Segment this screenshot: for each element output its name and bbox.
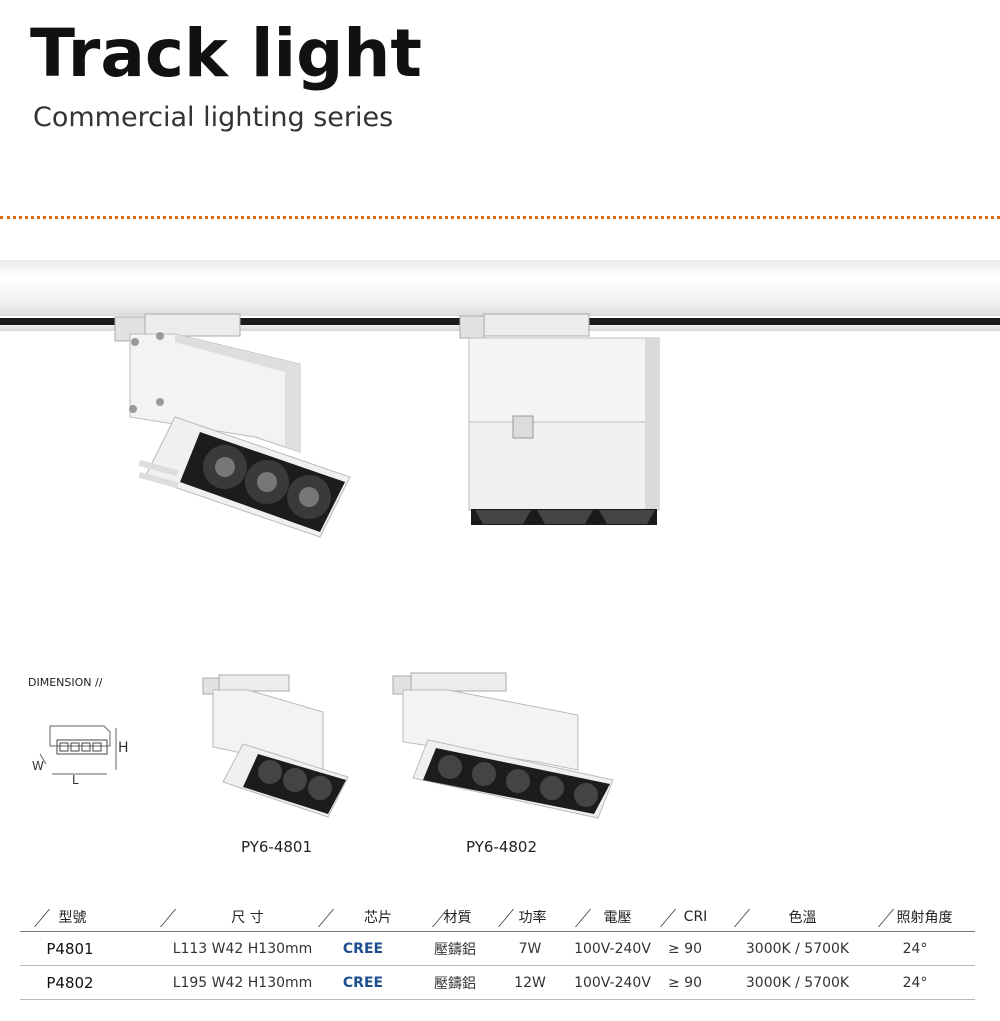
cell-material: 壓鑄鋁 [434, 941, 476, 958]
cell-color-temp: 3000K / 5700K [745, 974, 850, 991]
cell-size: L195 W42 H130mm [172, 974, 313, 991]
dimension-h-letter: H [118, 740, 129, 756]
product-py6-4802-image [392, 672, 614, 819]
cell-chip: CREE [342, 974, 384, 991]
header-voltage: 電壓 [603, 910, 632, 926]
product-model-py6-4802: PY6-4802 [466, 838, 538, 856]
dotted-divider [0, 216, 1000, 219]
product-py6-4801-image [202, 674, 349, 818]
product-model-py6-4801: PY6-4801 [241, 838, 313, 856]
dimension-label: DIMENSION // [28, 676, 103, 689]
spec-table: 型號 尺 寸 芯片 材質 功率 電壓 CRI 色溫 照射角度 P4801 L11… [20, 903, 975, 1000]
cell-cri: ≥ 90 [668, 974, 702, 991]
cell-color-temp: 3000K / 5700K [745, 940, 850, 957]
cell-voltage: 100V-240V [574, 940, 651, 957]
cell-beam-angle: 24° [902, 940, 928, 957]
header-cri: CRI [683, 909, 708, 925]
cell-chip: CREE [342, 940, 384, 957]
cell-model: P4802 [46, 973, 94, 992]
page-subtitle: Commercial lighting series [33, 102, 394, 133]
cell-power: 12W [514, 974, 546, 991]
header-beam-angle: 照射角度 [896, 910, 953, 926]
cell-material: 壓鑄鋁 [434, 975, 476, 992]
track-rail [0, 260, 1000, 316]
page-title: Track light [30, 15, 422, 92]
cell-voltage: 100V-240V [574, 974, 651, 991]
header-color-temp: 色溫 [788, 910, 817, 926]
header-size: 尺 寸 [231, 910, 264, 926]
hero-light-angled-image [114, 313, 351, 538]
cell-model: P4801 [46, 939, 94, 958]
table-row: P4801 L113 W42 H130mm CREE 壓鑄鋁 7W 100V-2… [20, 932, 975, 966]
cell-power: 7W [518, 940, 542, 957]
spec-table-header: 型號 尺 寸 芯片 材質 功率 電壓 CRI 色溫 照射角度 [20, 903, 975, 932]
table-row: P4802 L195 W42 H130mm CREE 壓鑄鋁 12W 100V-… [20, 966, 975, 1000]
dimension-l-letter: L [72, 773, 79, 787]
header-power: 功率 [518, 910, 547, 926]
dimension-diagram: H W L [32, 725, 129, 787]
cell-cri: ≥ 90 [668, 940, 702, 957]
hero-light-front-image [459, 313, 660, 525]
header-material: 材質 [443, 910, 472, 926]
cell-size: L113 W42 H130mm [172, 940, 313, 957]
header-model: 型號 [58, 910, 87, 926]
cell-beam-angle: 24° [902, 974, 928, 991]
header-chip: 芯片 [364, 910, 392, 926]
dimension-w-letter: W [32, 759, 44, 773]
